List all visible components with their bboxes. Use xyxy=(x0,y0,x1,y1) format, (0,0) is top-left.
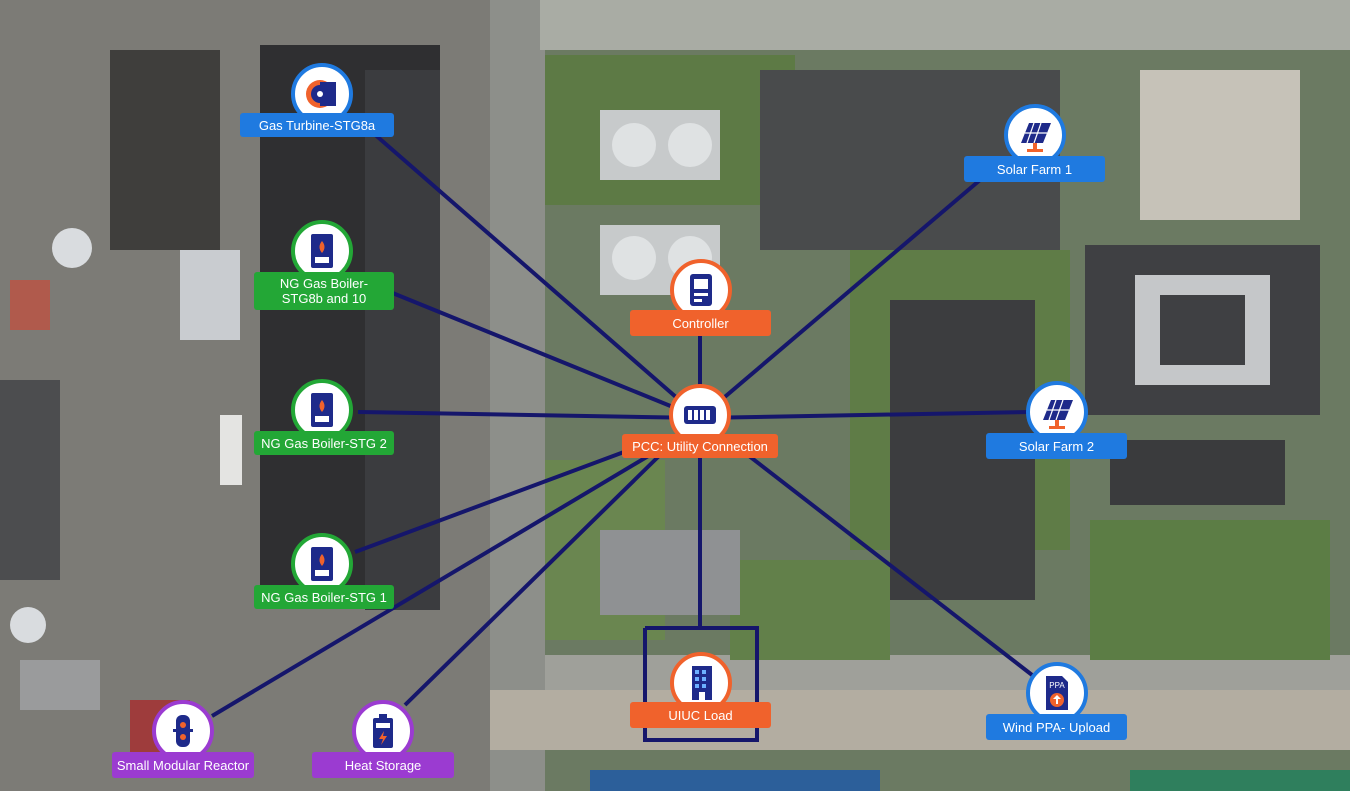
node-uiuc-load[interactable]: UIUC Load xyxy=(630,652,771,728)
node-ng-gas-boiler-stg2[interactable]: NG Gas Boiler-STG 2 xyxy=(254,379,394,455)
hub-pcc-utility-connection[interactable]: PCC: Utility Connection xyxy=(622,384,778,464)
ppa-icon-text: PPA xyxy=(1049,681,1065,690)
node-solar-farm-2[interactable]: Solar Farm 2 xyxy=(986,381,1127,459)
link-ng-gas-boiler-stg1 xyxy=(355,446,640,552)
node-label: Solar Farm 2 xyxy=(986,433,1127,459)
node-label: Small Modular Reactor xyxy=(112,752,254,778)
node-wind-ppa-upload[interactable]: PPA Wind PPA- Upload xyxy=(986,662,1127,740)
node-solar-farm-1[interactable]: Solar Farm 1 xyxy=(964,104,1105,182)
node-ng-gas-boiler-stg8b-10[interactable]: NG Gas Boiler-STG8b and 10 xyxy=(254,220,394,310)
node-label: Controller xyxy=(630,310,771,336)
node-gas-turbine-stg8a[interactable]: Gas Turbine-STG8a xyxy=(240,63,394,137)
hub-label: PCC: Utility Connection xyxy=(622,434,778,458)
node-small-modular-reactor[interactable]: Small Modular Reactor xyxy=(112,700,254,778)
node-controller[interactable]: Controller xyxy=(630,259,771,336)
node-label: Solar Farm 1 xyxy=(964,156,1105,182)
node-label: NG Gas Boiler-STG 2 xyxy=(254,431,394,455)
node-label: Wind PPA- Upload xyxy=(986,714,1127,740)
node-label: UIUC Load xyxy=(630,702,771,728)
node-label: Gas Turbine-STG8a xyxy=(240,113,394,137)
node-label: NG Gas Boiler-STG8b and 10 xyxy=(254,272,394,310)
node-heat-storage[interactable]: Heat Storage xyxy=(312,700,454,778)
node-label: Heat Storage xyxy=(312,752,454,778)
node-ng-gas-boiler-stg1[interactable]: NG Gas Boiler-STG 1 xyxy=(254,533,394,609)
node-label: NG Gas Boiler-STG 1 xyxy=(254,585,394,609)
